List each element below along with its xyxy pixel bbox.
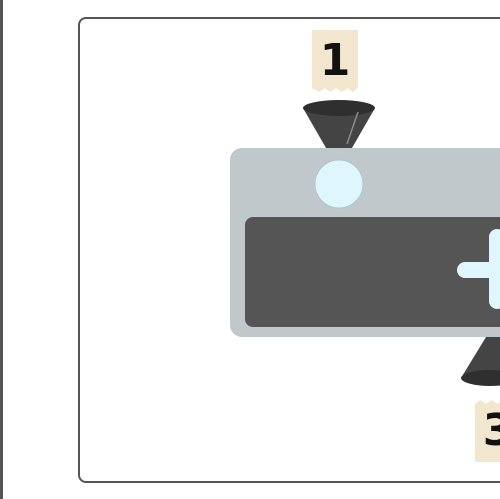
indicator-light-icon[interactable]	[314, 159, 364, 209]
port-label-3: 3	[475, 400, 500, 462]
port-label-1: 1	[312, 30, 358, 92]
plus-icon[interactable]	[457, 229, 500, 309]
inner-slot[interactable]	[245, 217, 500, 327]
left-rail-divider	[0, 0, 3, 499]
bottom-funnel-icon[interactable]	[461, 337, 500, 386]
top-funnel-icon[interactable]	[303, 100, 375, 148]
